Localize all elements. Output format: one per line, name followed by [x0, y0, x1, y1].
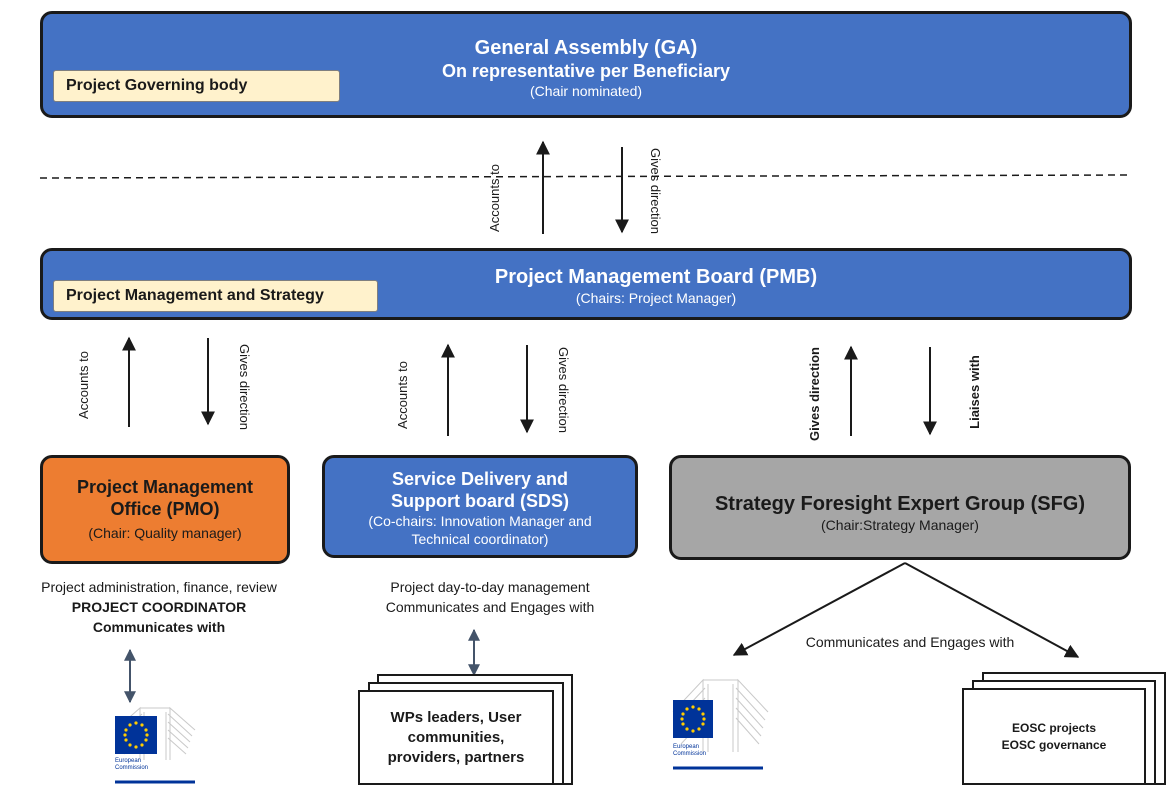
sds-caption-line1: Project day-to-day management [390, 579, 590, 595]
pmo-caption-line3: Communicates with [92, 619, 226, 635]
eosc-text-line2: EOSC governance [1001, 737, 1107, 752]
ec-logo-2-text-line2: Commission [673, 751, 707, 757]
ec-building-icon [114, 706, 196, 784]
sds-chair-line2: Technical coordinator) [411, 531, 549, 547]
pmb-title: Project Management Board (PMB) [494, 266, 818, 288]
pmo-gives-direction-label: Gives direction [237, 344, 252, 430]
pmo-caption: Project administration, finance, review … [0, 577, 318, 637]
pmb-management-strategy-tag: Project Management and Strategy [53, 280, 378, 312]
ec-building-icon-2 [672, 678, 769, 770]
sfg-box: Strategy Foresight Expert Group (SFG) (C… [669, 455, 1131, 560]
eosc-text-line1: EOSC projects [1011, 720, 1097, 735]
ga-governing-body-tag: Project Governing body [53, 70, 340, 102]
ga-chair: (Chair nominated) [529, 83, 643, 99]
wps-text-line2: communities, [407, 728, 505, 746]
eosc-document-front: EOSC projects EOSC governance [962, 688, 1146, 785]
sds-title-line2: Support board (SDS) [391, 491, 569, 511]
sfg-caption-line1: Communicates and Engages with [805, 634, 1015, 650]
ec-logo-text-line1: European [115, 758, 142, 764]
pmo-title-line1: Project Management [76, 477, 254, 497]
wps-document-front: WPs leaders, User communities, providers… [358, 690, 554, 785]
wps-text-line1: WPs leaders, User [390, 708, 522, 726]
pmo-box: Project Management Office (PMO) (Chair: … [40, 455, 290, 564]
sfg-title: Strategy Foresight Expert Group (SFG) [714, 493, 1086, 515]
ec-logo-text-line2: Commission [115, 765, 149, 771]
pmb-chair: (Chairs: Project Manager) [575, 290, 737, 306]
pmo-accounts-to-label: Accounts to [76, 351, 91, 419]
dashed-separator [39, 174, 1131, 179]
ec-logo-2-text-line1: European [673, 744, 700, 750]
sds-box: Service Delivery and Support board (SDS)… [322, 455, 638, 558]
ga-title: General Assembly (GA) [474, 37, 698, 59]
sds-caption-line2: Communicates and Engages with [385, 599, 595, 615]
sds-chair-line1: (Co-chairs: Innovation Manager and [368, 513, 592, 529]
ga-accounts-to-label: Accounts to [487, 164, 502, 232]
pmo-caption-line1: Project administration, finance, review [41, 579, 277, 595]
sds-caption: Project day-to-day management Communicat… [340, 577, 640, 617]
sfg-caption: Communicates and Engages with [780, 632, 1040, 652]
sfg-to-ec-arrow [732, 562, 906, 656]
sds-title-line1: Service Delivery and [391, 469, 569, 489]
european-commission-logo: European Commission [80, 700, 230, 785]
sfg-gives-direction-label: Gives direction [807, 347, 822, 441]
sds-accounts-to-label: Accounts to [395, 361, 410, 429]
pmo-chair: (Chair: Quality manager) [88, 525, 242, 541]
sfg-to-eosc-arrow [904, 562, 1080, 658]
sfg-liaises-with-label: Liaises with [967, 355, 982, 429]
sfg-chair: (Chair:Strategy Manager) [821, 517, 979, 533]
sds-gives-direction-label: Gives direction [556, 347, 571, 433]
european-commission-logo-2: European Commission [633, 672, 783, 772]
wps-text-line3: providers, partners [387, 748, 525, 766]
ga-subtitle: On representative per Beneficiary [441, 61, 731, 81]
pmo-caption-line2: PROJECT COORDINATOR [71, 599, 247, 615]
pmo-title-line2: Office (PMO) [110, 499, 220, 519]
ga-gives-direction-label: Gives direction [648, 148, 663, 234]
